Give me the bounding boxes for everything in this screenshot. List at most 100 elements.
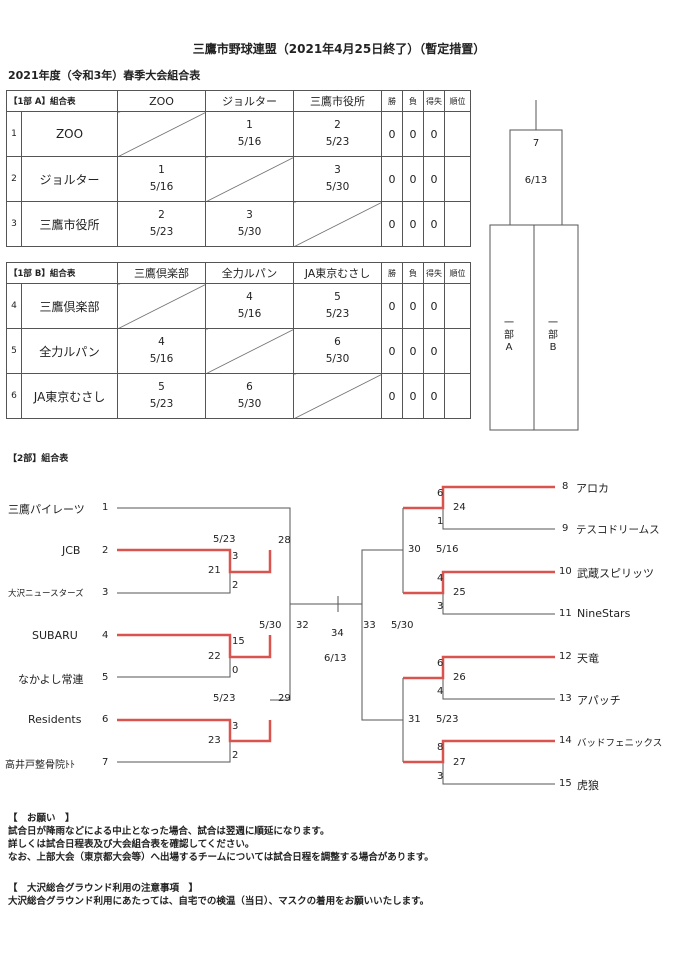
team-seed: 6 [102, 714, 109, 725]
game-date: 6/13 [324, 653, 347, 664]
page-subtitle: 2021年度（令和3年）春季大会組合表 [8, 69, 201, 82]
game-date: 5/23 [213, 693, 236, 704]
team-name: 高井戸整骨院ﾄﾄ [5, 760, 75, 771]
notes-heading: 【 大沢総合グラウンド利用の注意事項 】 [8, 883, 199, 894]
division2-label: 【2部】組合表 [8, 454, 69, 464]
match-cell: 1 5/16 [205, 111, 295, 157]
match-number: 1 [158, 164, 165, 176]
game-number: 34 [331, 628, 344, 639]
diagonal-cell [205, 328, 295, 374]
team-score: 6 [437, 488, 444, 499]
team-name: テスコドリームス [576, 524, 660, 536]
match-date: 5/30 [325, 181, 350, 193]
stat-rank [444, 156, 472, 202]
notes-line: 大沢総合グラウンド利用にあたっては、自宅での検温（当日）、マスクの着用をお願いい… [8, 896, 430, 907]
match-number: 6 [334, 336, 341, 348]
team-score: 2 [232, 750, 239, 761]
game-number: 32 [296, 620, 309, 631]
game-date: 5/16 [436, 544, 459, 555]
team-name: なかよし常連 [18, 673, 84, 686]
row-team-name: JA東京むさし [20, 373, 119, 419]
match-cell: 4 5/16 [117, 328, 207, 374]
match-number: 1 [246, 119, 253, 131]
page-title: 三鷹市野球連盟（2021年4月25日終了）（暫定措置） [192, 42, 486, 56]
team-seed: 3 [102, 587, 109, 598]
team-score: 3 [232, 551, 239, 562]
col-team: JA東京むさし [293, 262, 383, 284]
team-score: 4 [437, 573, 444, 584]
ground-notes-section: 【 大沢総合グラウンド利用の注意事項 】 大沢総合グラウンド利用にあたっては、自… [8, 882, 429, 908]
team-seed: 13 [559, 693, 572, 704]
league-b-table: 【1部 B】組合表 三鷹倶楽部 全力ルパン JA東京むさし 勝 負 得失 順位 … [5, 262, 472, 419]
match-date: 5/16 [149, 353, 174, 365]
game-date: 5/30 [391, 620, 414, 631]
team-name: 大沢ニュースターズ [8, 589, 84, 599]
stat-rank [444, 373, 472, 419]
final-game-number: 7 [532, 138, 540, 149]
team-seed: 5 [102, 672, 109, 683]
game-number: 24 [453, 502, 466, 513]
match-date: 5/23 [149, 226, 174, 238]
team-name: JCB [62, 544, 81, 557]
match-number: 5 [334, 291, 341, 303]
game-number: 33 [363, 620, 376, 631]
match-number: 5 [158, 381, 165, 393]
team-name: 天竜 [577, 652, 599, 665]
match-date: 5/16 [237, 136, 262, 148]
team-seed: 1 [102, 502, 109, 513]
team-score: 3 [437, 771, 444, 782]
stat-rank [444, 283, 472, 329]
team-seed: 14 [559, 735, 572, 746]
notes-line: 試合日が降雨などによる中止となった場合、試合は翌週に順延になります。 [8, 826, 330, 837]
match-cell: 3 5/30 [205, 201, 295, 247]
team-seed: 9 [562, 523, 569, 534]
notes-heading: 【 お願い 】 [8, 813, 75, 824]
match-number: 4 [246, 291, 253, 303]
notes-line: なお、上部大会（東京都大会等）へ出場するチームについては試合日程を調整する場合が… [8, 852, 434, 863]
team-name: SUBARU [32, 629, 78, 642]
game-date: 5/30 [259, 620, 282, 631]
match-number: 2 [158, 209, 165, 221]
match-date: 5/23 [149, 398, 174, 410]
team-name: バッドフェニックス [577, 738, 663, 749]
diagonal-cell [205, 156, 295, 202]
team-seed: 11 [559, 608, 572, 619]
match-number: 3 [246, 209, 253, 221]
final-game-date: 6/13 [524, 175, 548, 186]
game-date: 5/23 [213, 534, 236, 545]
notes-line: 詳しくは試合日程表及び大会組合表を確認してください。 [8, 839, 255, 850]
game-number: 21 [208, 565, 221, 576]
notes-section: 【 お願い 】 試合日が降雨などによる中止となった場合、試合は翌週に順延になりま… [8, 812, 434, 864]
match-cell: 5 5/23 [117, 373, 207, 419]
team-score: 15 [232, 636, 245, 647]
team-name: Residents [28, 713, 82, 726]
diagonal-cell [293, 201, 383, 247]
match-date: 5/23 [325, 308, 350, 320]
match-cell: 2 5/23 [117, 201, 207, 247]
team-score: 0 [232, 665, 239, 676]
match-date: 5/16 [149, 181, 174, 193]
game-number: 25 [453, 587, 466, 598]
team-score: 4 [437, 686, 444, 697]
team-seed: 8 [562, 481, 569, 492]
game-number: 23 [208, 735, 221, 746]
division1-final-bracket [489, 100, 579, 431]
team-score: 2 [232, 580, 239, 591]
team-seed: 7 [102, 757, 109, 768]
diagonal-cell [117, 283, 207, 329]
match-number: 4 [158, 336, 165, 348]
diagonal-cell [293, 373, 383, 419]
match-date: 5/30 [237, 226, 262, 238]
row-team-name: 全力ルパン [20, 328, 119, 374]
division1-b-label: 一部B [548, 318, 558, 353]
match-number: 6 [246, 381, 253, 393]
row-team-name: ジョルター [20, 156, 119, 202]
match-date: 5/30 [237, 398, 262, 410]
team-score: 3 [437, 601, 444, 612]
